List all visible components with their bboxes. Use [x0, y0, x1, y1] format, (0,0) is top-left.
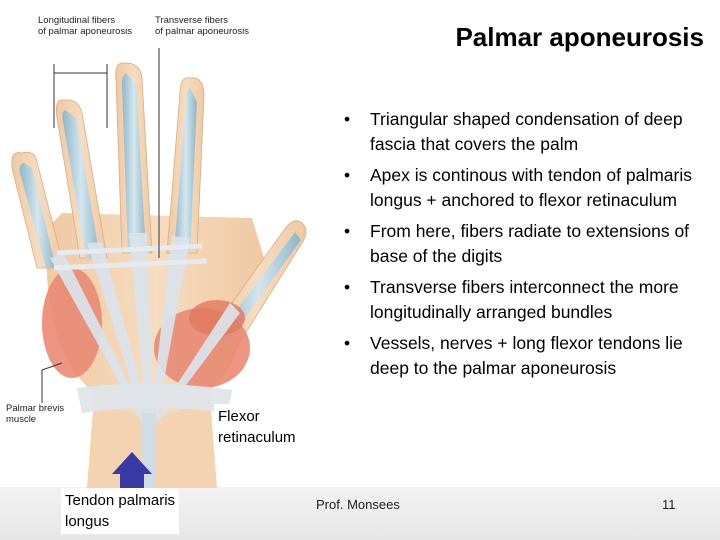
callout-tendon-palmaris: Tendon palmaris longus — [61, 488, 180, 534]
label-longitudinal-fibers: Longitudinal fibers of palmar aponeurosi… — [38, 15, 132, 37]
bullet-icon: • — [344, 165, 351, 185]
bullet-list: • Triangular shaped condensation of deep … — [340, 107, 700, 387]
bullet-text: Triangular shaped condensation of deep f… — [370, 109, 683, 154]
label-transverse-fibers: Transverse fibers of palmar aponeurosis — [155, 15, 249, 37]
bullet-text: Vessels, nerves + long flexor tendons li… — [370, 333, 683, 378]
bullet-text: Transverse fibers interconnect the more … — [370, 277, 679, 322]
bullet-item: • Triangular shaped condensation of deep … — [340, 107, 700, 157]
transverse-fibers — [53, 243, 208, 271]
page-number: 11 — [662, 497, 676, 512]
footer-author: Prof. Monsees — [316, 497, 400, 512]
arrow-up-icon — [112, 452, 152, 488]
bullet-item: • From here, fibers radiate to extensions… — [340, 219, 700, 269]
bullet-item: • Vessels, nerves + long flexor tendons l… — [340, 331, 700, 381]
bullet-item: • Apex is continous with tendon of palmar… — [340, 163, 700, 213]
hand-anatomy-drawing — [11, 48, 307, 488]
bullet-icon: • — [344, 109, 351, 129]
label-palmar-brevis: Palmar brevis muscle — [6, 403, 65, 425]
slide-title: Palmar aponeurosis — [455, 22, 704, 52]
bullet-icon: • — [344, 221, 351, 241]
leader-lines — [41, 48, 160, 403]
callout-flexor-retinaculum: Flexor retinaculum — [214, 404, 300, 450]
bullet-text: Apex is continous with tendon of palmari… — [370, 165, 692, 210]
hand-illustration: Longitudinal fibers of palmar aponeurosi… — [2, 15, 310, 488]
palmaris-tendon — [142, 413, 156, 488]
hypothenar-muscle — [42, 268, 102, 378]
flexor-retinaculum-band — [77, 383, 232, 413]
bullet-icon: • — [344, 333, 351, 353]
bullet-icon: • — [344, 277, 351, 297]
bullet-text: From here, fibers radiate to extensions … — [370, 221, 690, 266]
bullet-item: • Transverse fibers interconnect the more… — [340, 275, 700, 325]
